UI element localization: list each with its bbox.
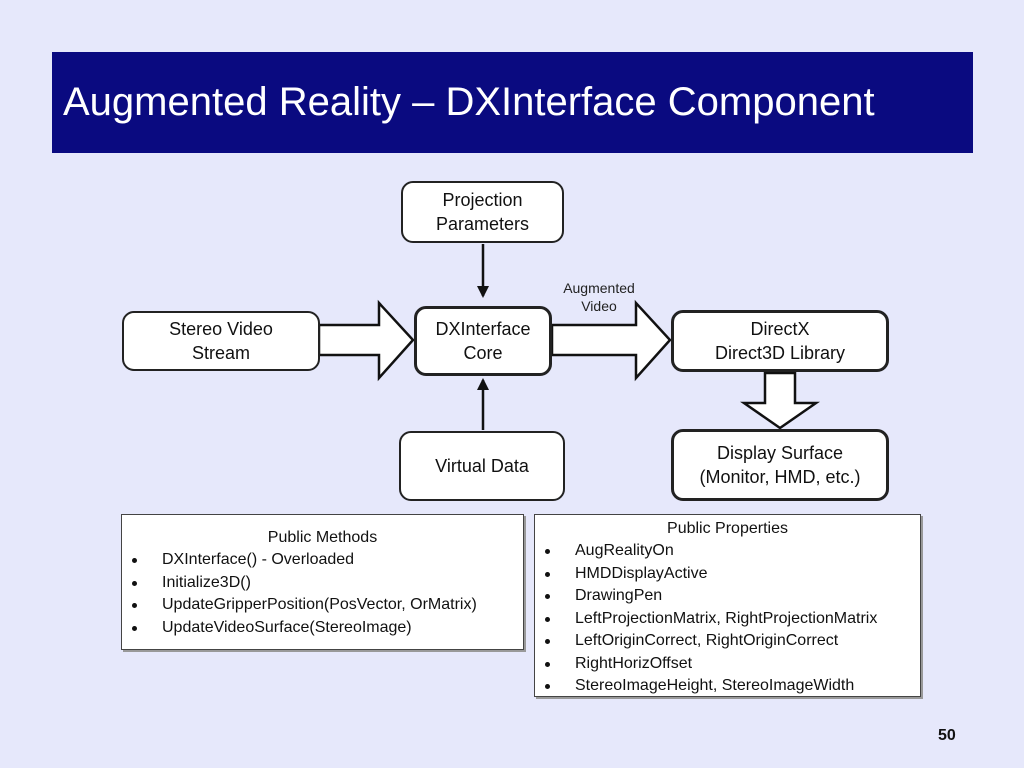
public-properties-panel: Public Properties AugRealityOn HMDDispla… bbox=[534, 514, 921, 697]
method-item: UpdateGripperPosition(PosVector, OrMatri… bbox=[122, 594, 523, 617]
property-item: LeftProjectionMatrix, RightProjectionMat… bbox=[535, 608, 920, 631]
property-item: AugRealityOn bbox=[535, 540, 920, 563]
node-dxinterface-core: DXInterface Core bbox=[414, 306, 552, 376]
public-methods-title: Public Methods bbox=[267, 529, 378, 546]
edge-label-augmented-video-line2: Video bbox=[581, 298, 617, 314]
public-methods-list: DXInterface() - Overloaded Initialize3D(… bbox=[122, 549, 523, 639]
block-arrow-directx-to-display bbox=[740, 371, 820, 430]
node-directx-line1: DirectX bbox=[750, 319, 810, 339]
edge-label-augmented-video: Augmented Video bbox=[550, 279, 648, 315]
public-properties-list: AugRealityOn HMDDisplayActive DrawingPen… bbox=[535, 540, 920, 698]
node-projection-parameters-line1: Projection bbox=[442, 190, 523, 210]
node-display-surface: Display Surface (Monitor, HMD, etc.) bbox=[671, 429, 889, 501]
public-methods-panel: Public Methods DXInterface() - Overloade… bbox=[121, 514, 524, 650]
block-arrow-core-to-directx bbox=[550, 299, 672, 382]
property-item: StereoImageHeight, StereoImageWidth bbox=[535, 675, 920, 698]
page-number: 50 bbox=[938, 727, 956, 744]
edge-label-augmented-video-line1: Augmented bbox=[563, 280, 635, 296]
node-virtual-data-label: Virtual Data bbox=[435, 456, 529, 476]
property-item: HMDDisplayActive bbox=[535, 563, 920, 586]
property-item: LeftOriginCorrect, RightOriginCorrect bbox=[535, 630, 920, 653]
block-arrow-stream-to-core bbox=[317, 299, 415, 382]
node-display-surface-line1: Display Surface bbox=[716, 443, 844, 463]
slide-title: Augmented Reality – DXInterface Componen… bbox=[63, 80, 875, 124]
public-properties-title: Public Properties bbox=[667, 520, 788, 537]
node-stereo-video-stream-line2: Stream bbox=[191, 343, 251, 363]
property-item: DrawingPen bbox=[535, 585, 920, 608]
node-directx: DirectX Direct3D Library bbox=[671, 310, 889, 372]
title-bar: Augmented Reality – DXInterface Componen… bbox=[52, 52, 973, 153]
property-item: RightHorizOffset bbox=[535, 653, 920, 676]
node-stereo-video-stream: Stereo Video Stream bbox=[122, 311, 320, 371]
node-dxinterface-core-line2: Core bbox=[463, 343, 503, 363]
node-projection-parameters-line2: Parameters bbox=[435, 214, 530, 234]
node-projection-parameters: Projection Parameters bbox=[401, 181, 564, 243]
node-display-surface-line2: (Monitor, HMD, etc.) bbox=[699, 467, 861, 487]
method-item: Initialize3D() bbox=[122, 572, 523, 595]
node-directx-line2: Direct3D Library bbox=[714, 343, 846, 363]
method-item: DXInterface() - Overloaded bbox=[122, 549, 523, 572]
node-dxinterface-core-line1: DXInterface bbox=[435, 319, 531, 339]
node-stereo-video-stream-line1: Stereo Video bbox=[169, 319, 273, 339]
method-item: UpdateVideoSurface(StereoImage) bbox=[122, 617, 523, 640]
node-virtual-data: Virtual Data bbox=[399, 431, 565, 501]
